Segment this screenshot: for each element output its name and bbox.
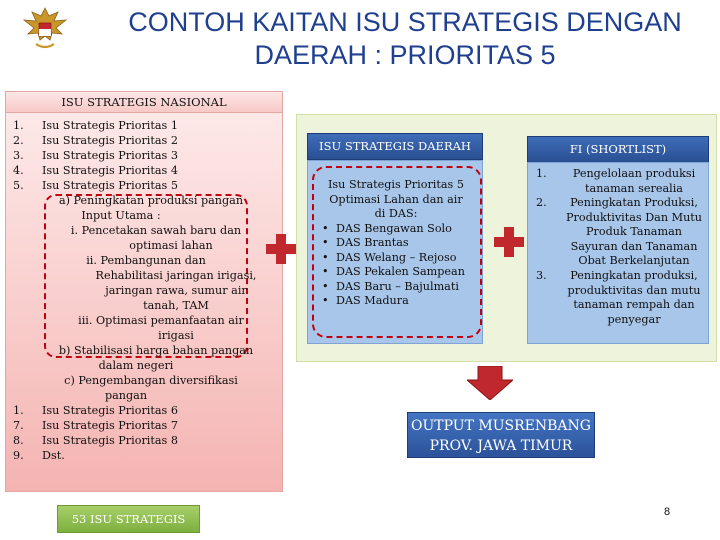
isu-strategis-count-bar: 53 ISU STRATEGIS	[57, 505, 200, 533]
das-item: DAS Baru – Bajulmati	[318, 280, 474, 295]
fi-line: tanaman serealia	[585, 181, 683, 195]
sub-item-a-input: Input Utama :	[81, 209, 161, 222]
daerah-line: Isu Strategis Prioritas 5	[328, 178, 464, 191]
sub-item-b: b) Stabilisasi harga bahan pangan	[58, 344, 254, 357]
fi-line: Obat Berkelanjutan	[578, 254, 690, 267]
fi-line: Produktivitas Dan Mutu	[566, 210, 702, 224]
das-item: DAS Brantas	[318, 236, 474, 251]
list-item: Dst.	[42, 449, 65, 462]
daerah-content: Isu Strategis Prioritas 5 Optimasi Lahan…	[318, 178, 474, 309]
list-item: Isu Strategis Prioritas 3	[42, 149, 178, 162]
fi-line: Sayuran dan Tanaman	[570, 239, 698, 253]
page-title: CONTOH KAITAN ISU STRATEGIS DENGAN DAERA…	[128, 7, 682, 70]
list-item-number: 5.	[13, 179, 24, 192]
list-item: Isu Strategis Prioritas 5	[42, 179, 178, 192]
highlight-dashed-border	[312, 166, 482, 338]
das-item: DAS Madura	[318, 294, 474, 309]
fi-item: Peningkatan Produksi, Produktivitas Dan …	[564, 196, 704, 269]
list-item-number: 7.	[13, 419, 24, 432]
sub-item-i: i. Pencetakan sawah baru dan	[70, 224, 242, 237]
sub-item-ii-cont: Rehabilitasi jaringan irigasi,	[95, 269, 257, 282]
daerah-line: di DAS:	[374, 207, 418, 220]
fi-content: 1. Pengelolaan produksi tanaman serealia…	[528, 163, 708, 343]
sub-item-iii: iii. Optimasi pemanfaatan air	[78, 314, 244, 327]
fi-item: Peningkatan produksi, produktivitas dan …	[564, 269, 704, 327]
das-item: DAS Pekalen Sampean	[318, 265, 474, 280]
nasional-header: ISU STRATEGIS NASIONAL	[5, 91, 283, 113]
daerah-header: ISU STRATEGIS DAERAH	[307, 133, 483, 160]
fi-item-number: 1.	[536, 167, 547, 180]
output-line: PROV. JAWA TIMUR	[429, 438, 573, 454]
list-item-number: 9.	[13, 449, 24, 462]
list-item: Isu Strategis Prioritas 8	[42, 434, 178, 447]
output-line: OUTPUT MUSRENBANG	[411, 418, 591, 434]
list-item: Isu Strategis Prioritas 2	[42, 134, 178, 147]
garuda-emblem-icon	[22, 7, 68, 49]
sub-item-a: a) Peningkatan produksi pangan	[58, 194, 244, 207]
plus-icon	[494, 227, 524, 257]
fi-panel: 1. Pengelolaan produksi tanaman serealia…	[527, 162, 709, 344]
fi-line: produktivitas dan mutu	[567, 283, 701, 297]
fi-line: Pengelolaan produksi	[572, 167, 696, 180]
sub-item-c: c) Pengembangan diversifikasi	[64, 374, 238, 387]
fi-line: penyegar	[607, 312, 661, 326]
sub-item-ii-cont: tanah, TAM	[143, 299, 209, 312]
nasional-panel: 1. Isu Strategis Prioritas 1 2. Isu Stra…	[5, 112, 283, 492]
list-item: Isu Strategis Prioritas 7	[42, 419, 178, 432]
fi-line: Peningkatan Produksi,	[570, 196, 698, 209]
list-item: Isu Strategis Prioritas 6	[42, 404, 178, 417]
nasional-list: 1. Isu Strategis Prioritas 1 2. Isu Stra…	[6, 113, 282, 491]
list-item-number: 8.	[13, 434, 24, 447]
list-item-number: 1.	[13, 404, 24, 417]
sub-item-ii: ii. Pembangunan dan	[86, 254, 206, 267]
list-item-number: 4.	[13, 164, 24, 177]
sub-item-i-cont: optimasi lahan	[129, 239, 213, 252]
list-item: Isu Strategis Prioritas 4	[42, 164, 178, 177]
fi-item-number: 2.	[536, 196, 547, 209]
sub-item-iii-cont: irigasi	[158, 329, 194, 342]
list-item-number: 3.	[13, 149, 24, 162]
list-item-number: 1.	[13, 119, 24, 132]
fi-line: Produk Tanaman	[586, 225, 682, 238]
sub-item-ii-cont: jaringan rawa, sumur air	[105, 284, 247, 297]
plus-icon	[266, 234, 296, 264]
fi-item: Pengelolaan produksi tanaman serealia	[564, 167, 704, 196]
das-item: DAS Welang – Rejoso	[318, 251, 474, 266]
fi-header: FI (SHORTLIST)	[527, 136, 709, 163]
sub-item-c-cont: pangan	[104, 389, 148, 402]
page-number: 8	[664, 506, 671, 518]
highlight-dashed-border	[44, 194, 248, 358]
fi-item-number: 3.	[536, 269, 547, 282]
list-item: Isu Strategis Prioritas 1	[42, 119, 178, 132]
fi-line: Peningkatan produksi,	[570, 269, 698, 282]
output-musrenbang-box: OUTPUT MUSRENBANG PROV. JAWA TIMUR	[407, 412, 595, 458]
sub-item-b-cont: dalam negeri	[98, 359, 174, 372]
fi-line: tanaman rempah dan	[573, 298, 695, 311]
das-item: DAS Bengawan Solo	[318, 222, 474, 237]
list-item-number: 2.	[13, 134, 24, 147]
daerah-line: Optimasi Lahan dan air	[329, 192, 463, 206]
arrow-down-icon	[467, 366, 513, 400]
